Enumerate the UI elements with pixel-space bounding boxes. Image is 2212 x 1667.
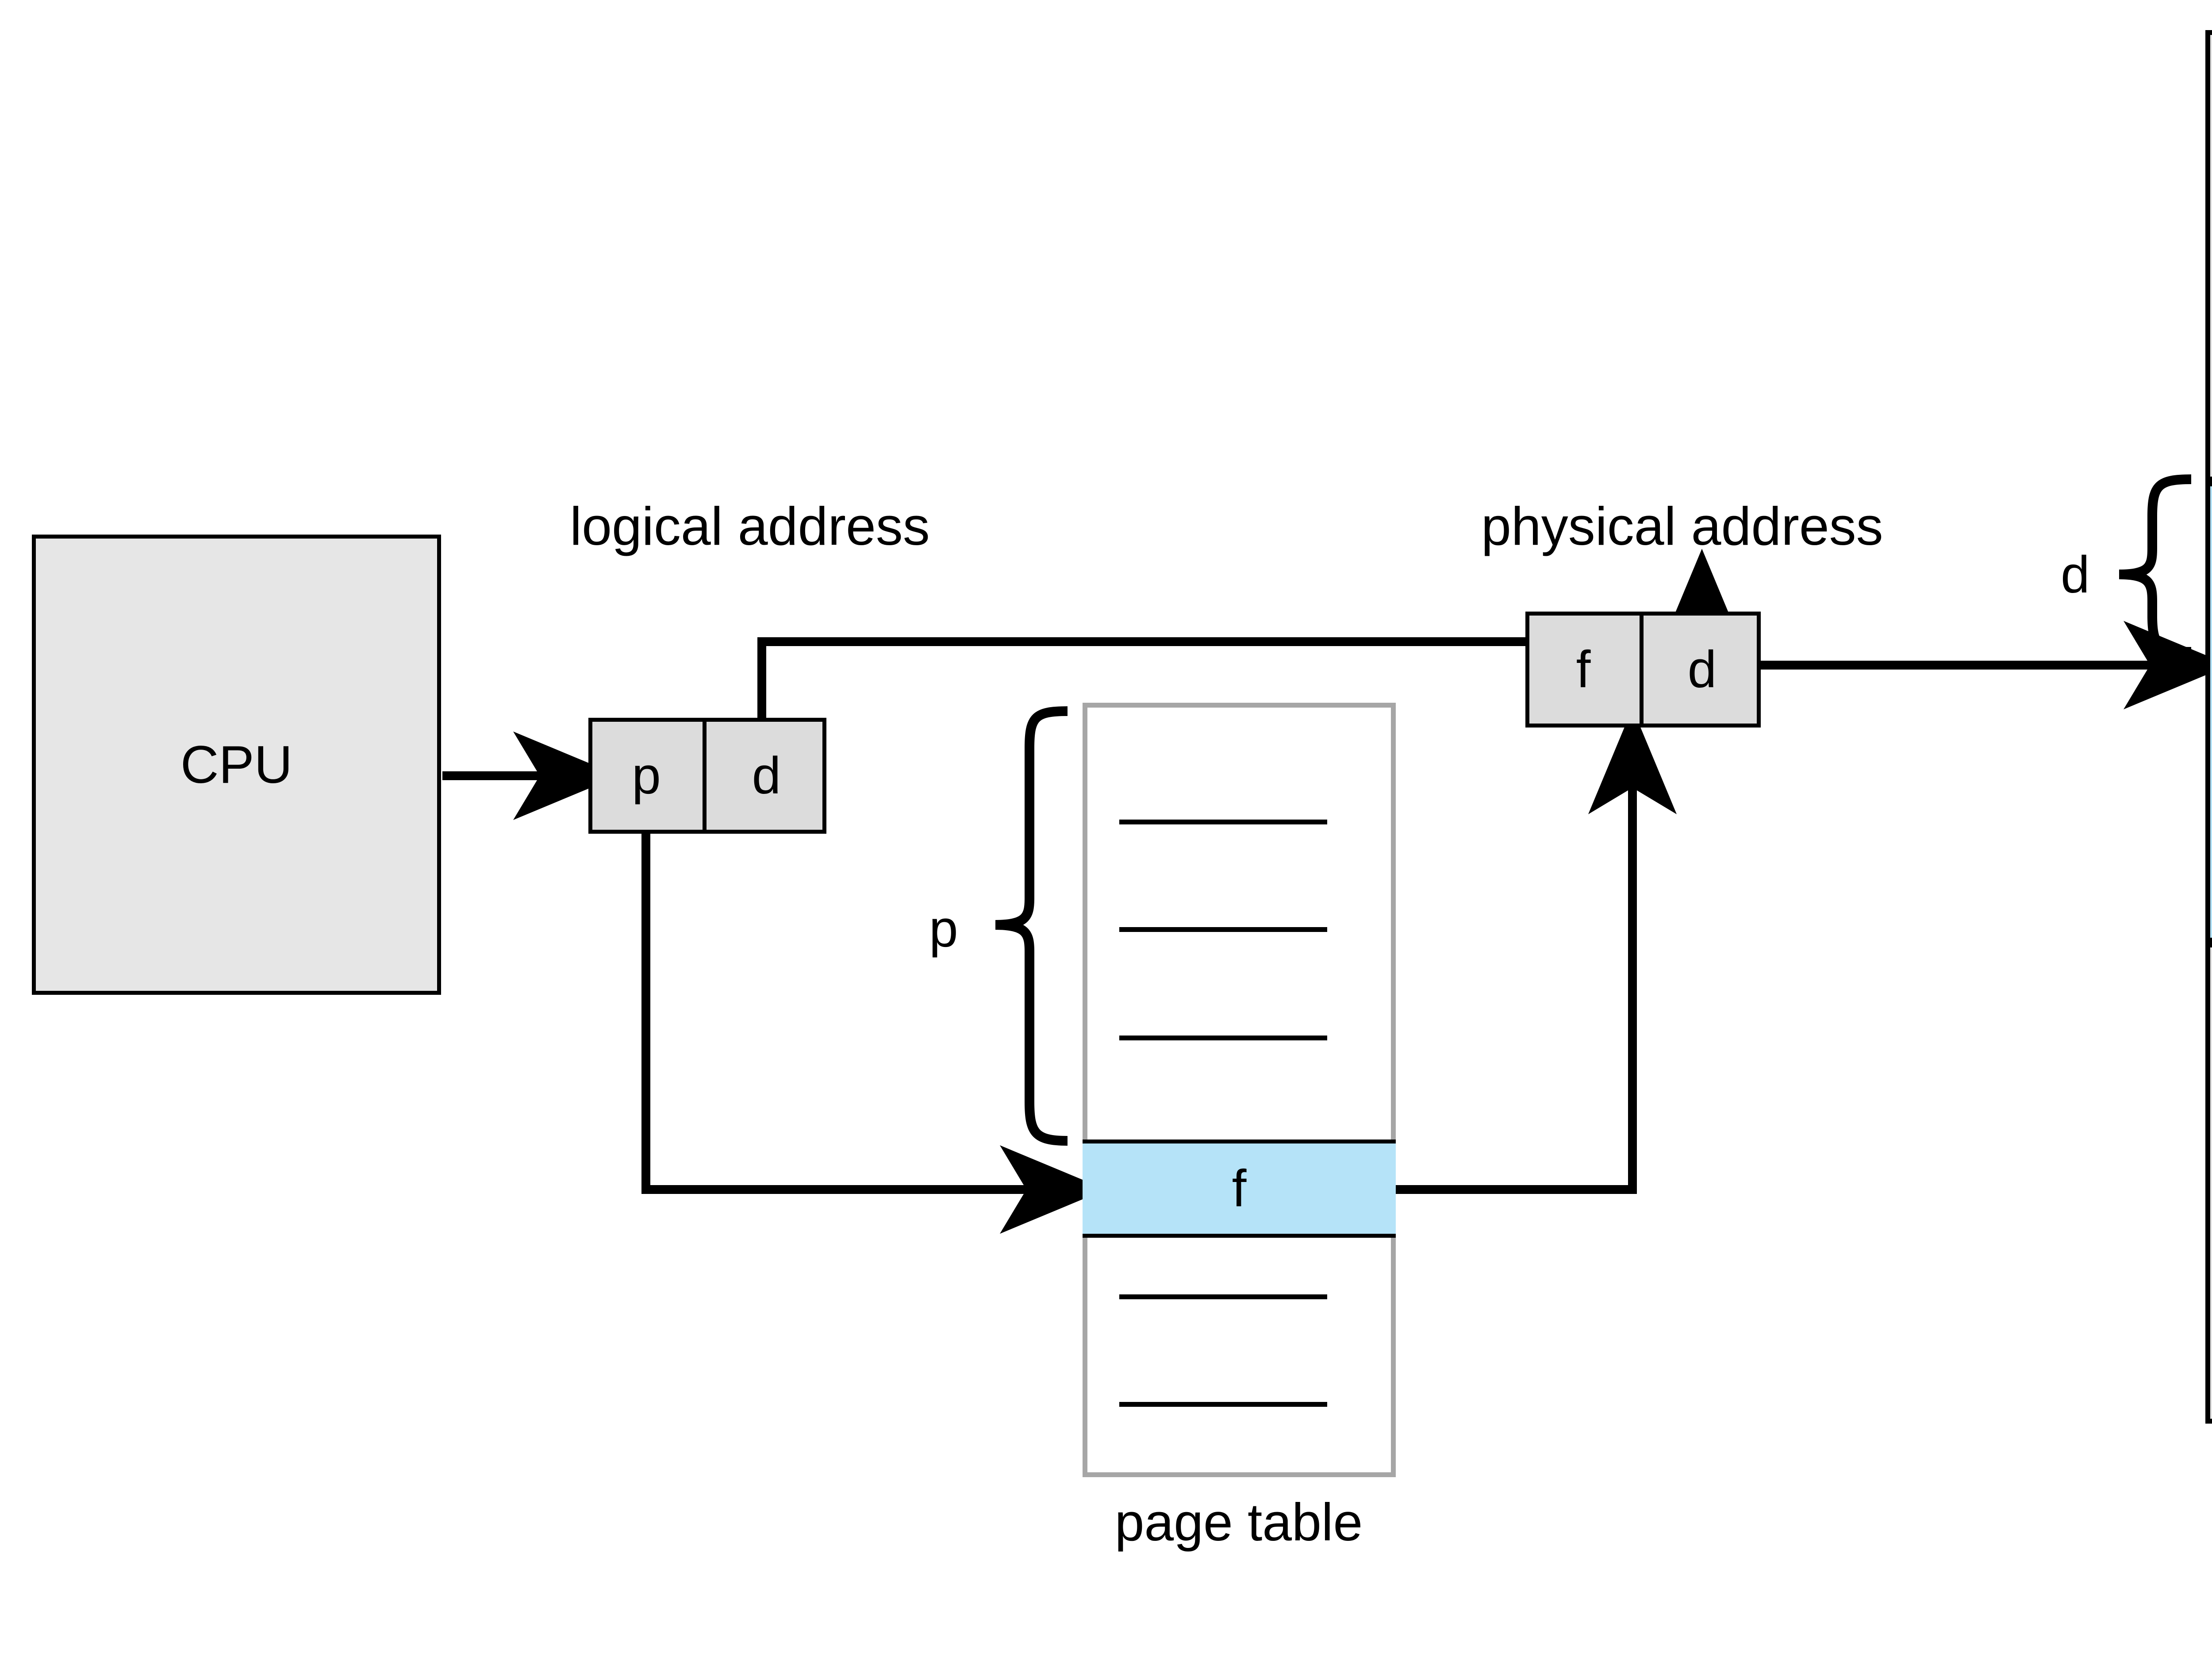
page-table-box	[1083, 703, 1396, 1477]
memory-frame-e	[2205, 30, 2212, 481]
page-table-entry-tick	[1119, 1402, 1327, 1407]
logical-address-box	[588, 718, 826, 834]
physical-address-divider	[1640, 612, 1644, 728]
brace-memory-offset	[2119, 474, 2192, 657]
page-table-entry-tick	[1119, 1036, 1327, 1040]
logical-address-page-field: p	[632, 747, 661, 805]
logical-address-caption: logical address	[570, 496, 930, 556]
page-table-caption: page table	[1114, 1493, 1363, 1552]
memory-frame-f	[2205, 481, 2212, 943]
physical-address-offset-field: d	[1687, 640, 1717, 699]
cpu-label: CPU	[180, 735, 293, 794]
logical-address-offset-field: d	[752, 747, 781, 805]
physical-address-frame-field: f	[1576, 640, 1591, 699]
wire-page-number-to-page-table	[641, 834, 1106, 1234]
memory-frame-g	[2205, 943, 2212, 1424]
page-table-index-brace-label: p	[929, 900, 958, 958]
page-table-selected-entry-label: f	[1232, 1159, 1247, 1218]
cpu-box	[32, 535, 441, 995]
physical-address-caption: physical address	[1481, 496, 1883, 556]
memory-frame-e-label: frame e	[2205, 30, 2212, 481]
memory-offset-brace-label: d	[2061, 546, 2090, 604]
page-table-selected-entry	[1083, 1140, 1396, 1238]
physical-memory-caption: physical memory	[2141, 1467, 2212, 1520]
page-table-entry-tick	[1119, 820, 1327, 824]
brace-page-index	[995, 706, 1068, 1146]
memory-frame-f-label: frame f	[2205, 481, 2212, 943]
page-table-entry-tick	[1119, 927, 1327, 932]
logical-address-divider	[703, 718, 707, 834]
page-table-entry-tick	[1119, 1294, 1327, 1299]
memory-frame-g-label: frame g	[2205, 943, 2212, 1424]
wire-frame-number-to-physical-address	[1396, 708, 1677, 1194]
